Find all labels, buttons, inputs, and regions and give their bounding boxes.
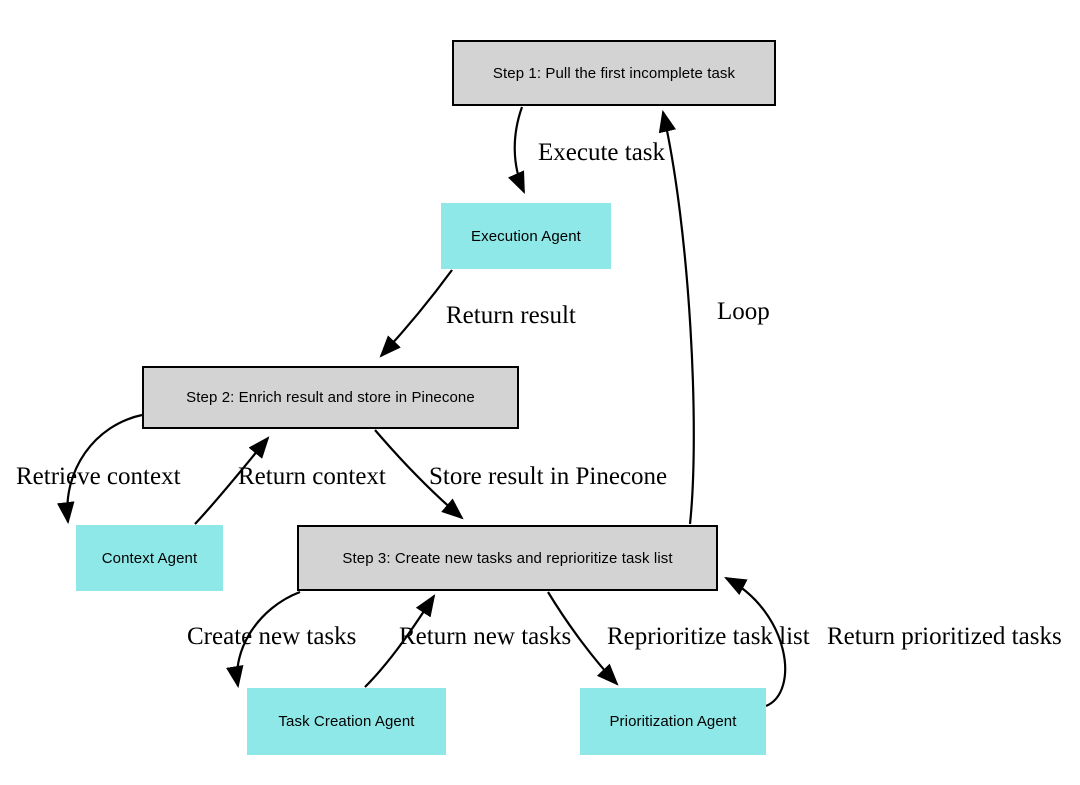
node-step2-label: Step 2: Enrich result and store in Pinec… [186, 389, 475, 406]
edge-label-return-new-tasks: Return new tasks [399, 624, 571, 649]
edge-retrieve-context [57, 413, 143, 525]
edge-label-loop-text: Loop [717, 298, 770, 325]
edge-reprioritize-task-list [547, 591, 619, 686]
edge-label-execute-task: Execute task [538, 140, 665, 165]
edge-label-create-new-tasks: Create new tasks [187, 624, 356, 649]
node-step1[interactable]: Step 1: Pull the first incomplete task [452, 40, 776, 106]
edge-label-return-new-tasks-text: Return new tasks [399, 623, 572, 650]
edge-label-return-prioritized-tasks-text: Return prioritized tasks [827, 623, 1062, 650]
edge-label-loop: Loop [717, 299, 770, 324]
node-context-agent-label: Context Agent [101, 549, 198, 567]
node-step3[interactable]: Step 3: Create new tasks and reprioritiz… [297, 525, 718, 591]
edge-label-retrieve-context-text: Retrieve context [16, 463, 181, 490]
edge-return-context [194, 436, 270, 525]
node-step1-label: Step 1: Pull the first incomplete task [492, 64, 736, 82]
node-context-agent[interactable]: Context Agent [76, 525, 223, 591]
edge-store-result-in-pinecone [374, 429, 464, 520]
node-step2[interactable]: Step 2: Enrich result and store in Pinec… [142, 366, 519, 429]
node-prioritization-agent[interactable]: Prioritization Agent [580, 688, 766, 755]
edge-return-new-tasks [364, 594, 436, 688]
node-execution-agent[interactable]: Execution Agent [441, 203, 611, 269]
edge-label-execute-task-text: Execute task [538, 139, 666, 166]
node-task-creation-agent-label: Task Creation Agent [278, 713, 415, 730]
edge-label-store-result-in-pinecone: Store result in Pinecone [429, 464, 667, 489]
edge-label-retrieve-context: Retrieve context [16, 464, 181, 489]
edge-label-reprioritize-task-list-text: Reprioritize task list [607, 623, 810, 650]
edge-label-create-new-tasks-text: Create new tasks [187, 623, 357, 650]
edge-execute-task [507, 106, 526, 195]
edge-label-reprioritize-task-list: Reprioritize task list [607, 624, 810, 649]
node-prioritization-agent-label: Prioritization Agent [609, 713, 737, 730]
node-step3-label: Step 3: Create new tasks and reprioritiz… [342, 549, 673, 567]
edge-return-prioritized-tasks [724, 576, 787, 708]
edge-return-result [379, 269, 453, 358]
edge-label-store-result-in-pinecone-text: Store result in Pinecone [429, 463, 668, 490]
edge-label-return-context: Return context [238, 464, 386, 489]
edge-create-new-tasks [226, 590, 301, 689]
edge-label-return-prioritized-tasks: Return prioritized tasks [827, 624, 1062, 649]
node-task-creation-agent[interactable]: Task Creation Agent [247, 688, 446, 755]
edge-loop [658, 109, 695, 525]
edge-label-return-context-text: Return context [238, 463, 386, 490]
node-execution-agent-label: Execution Agent [471, 227, 581, 245]
edge-label-return-result: Return result [446, 303, 576, 328]
edge-label-return-result-text: Return result [446, 302, 576, 329]
